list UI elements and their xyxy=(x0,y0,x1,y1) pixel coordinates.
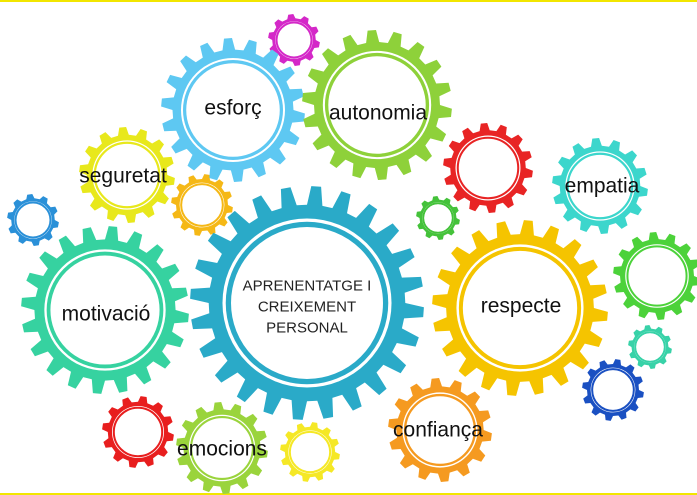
gear-magenta xyxy=(268,14,320,66)
gear-small-green xyxy=(416,196,460,240)
gear-small-teal xyxy=(628,325,672,369)
label-esforc: esforç xyxy=(204,96,262,120)
bottom-border xyxy=(0,493,697,495)
gear-central xyxy=(190,186,424,420)
gear-blue-bottom-right xyxy=(582,359,644,421)
label-respecte: respecte xyxy=(480,294,562,318)
label-empatia: empatia xyxy=(564,174,640,198)
gear-emocions xyxy=(176,402,268,494)
gear-esforc xyxy=(161,38,305,182)
top-border xyxy=(0,0,697,2)
gear-green-right xyxy=(613,232,697,320)
central-concept-line-2: CREIXEMENT xyxy=(257,298,357,316)
label-seguretat: seguretat xyxy=(79,164,167,188)
central-concept-label: APRENENTATGE I CREIXEMENT PERSONAL xyxy=(232,276,382,339)
gear-red-bottom xyxy=(102,396,174,468)
label-autonomia: autonomia xyxy=(328,101,428,125)
label-emocions: emocions xyxy=(177,437,267,461)
gear-small-blue xyxy=(7,194,59,246)
gear-yellow-bottom xyxy=(280,422,340,482)
gear-seguretat xyxy=(79,127,175,223)
label-motivacio: motivació xyxy=(61,302,151,326)
central-concept-line-3: PERSONAL xyxy=(266,319,348,337)
gear-small-yellow xyxy=(171,174,233,236)
gear-confianca xyxy=(388,378,492,482)
label-confianca: confiança xyxy=(393,418,483,442)
gear-empatia xyxy=(552,138,648,234)
gear-red-top xyxy=(443,123,533,213)
gear-motivacio xyxy=(21,226,189,394)
central-concept-line-1: APRENENTATGE I xyxy=(242,277,372,295)
gear-autonomia xyxy=(302,30,452,180)
gear-respecte xyxy=(432,220,608,396)
